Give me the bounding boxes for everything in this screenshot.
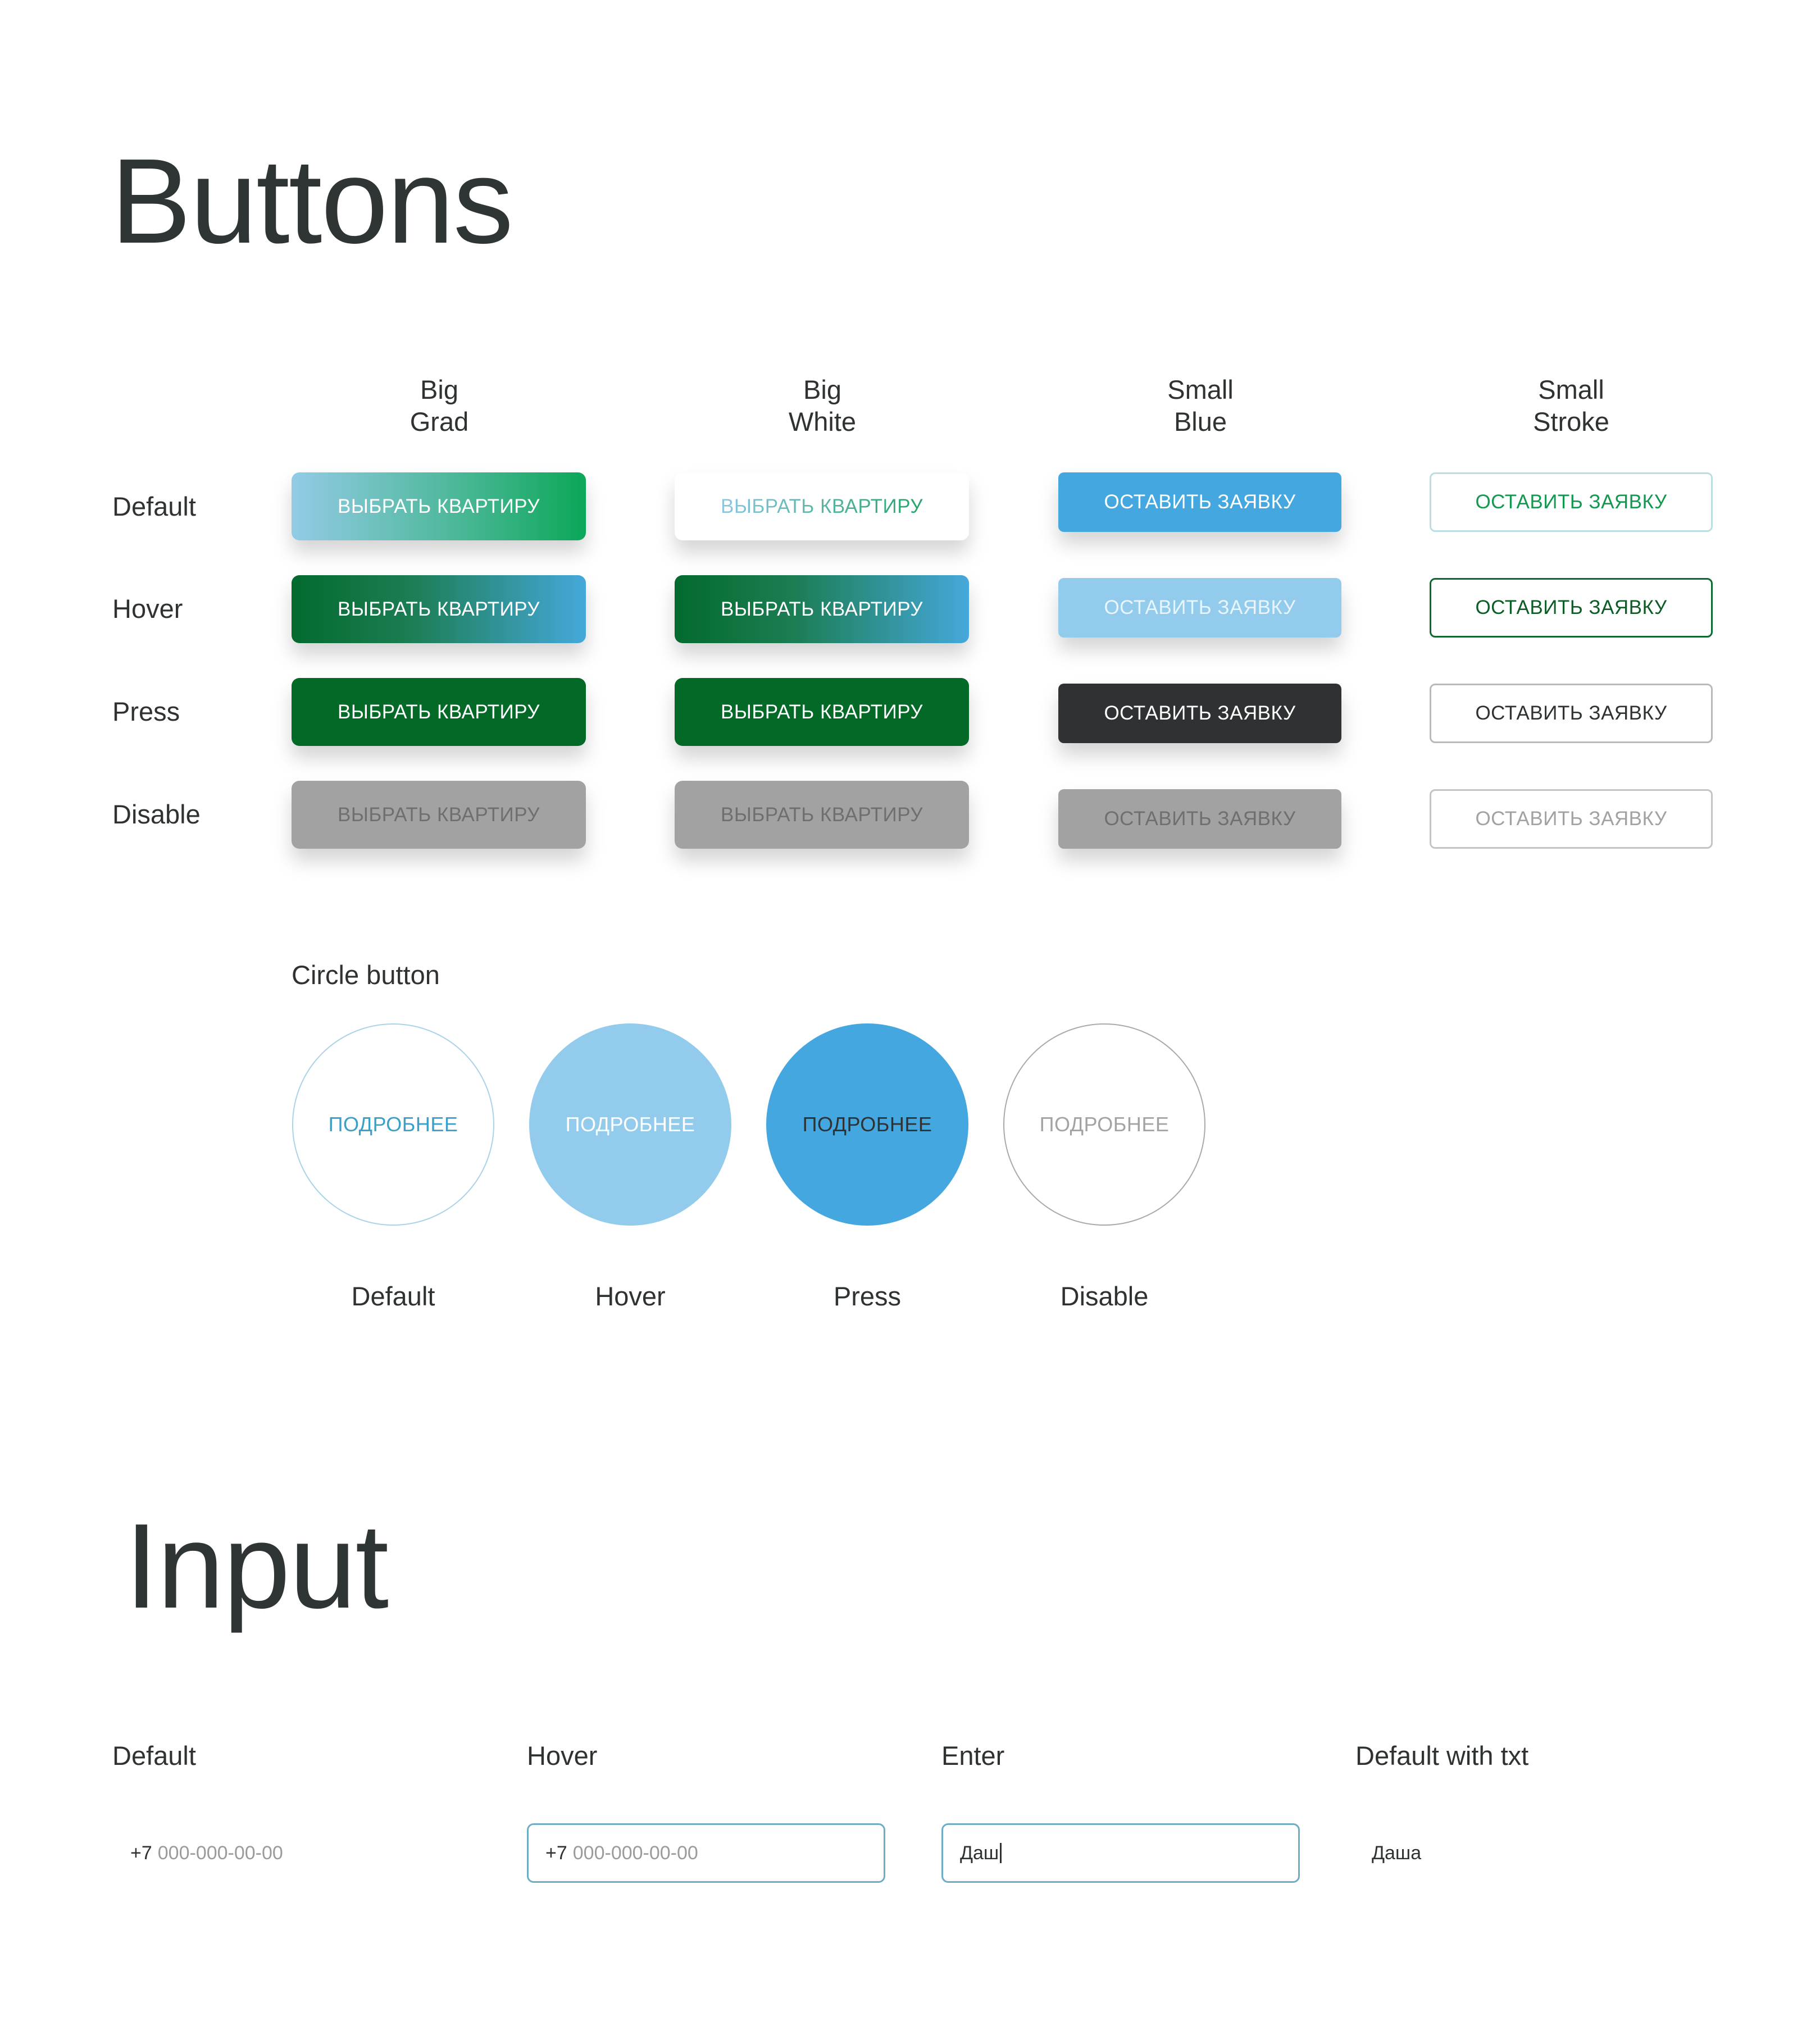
button-label: ВЫБРАТЬ КВАРТИРУ	[720, 598, 923, 620]
row-label-hover: Hover	[112, 594, 183, 623]
button-label: ОСТАВИТЬ ЗАЯВКУ	[1104, 808, 1296, 830]
button-label: ВЫБРАТЬ КВАРТИРУ	[337, 803, 540, 826]
small-blue-button-disable[interactable]: ОСТАВИТЬ ЗАЯВКУ	[1058, 789, 1341, 849]
small-stroke-button-default[interactable]: ОСТАВИТЬ ЗАЯВКУ	[1430, 472, 1713, 532]
phone-placeholder: 000-000-00-00	[572, 1842, 698, 1864]
column-header-line2: White	[788, 407, 857, 436]
phone-input-hover[interactable]: +7 000-000-00-00	[527, 1823, 885, 1883]
circle-button-title: Circle button	[292, 960, 440, 990]
button-label: ОСТАВИТЬ ЗАЯВКУ	[1475, 808, 1667, 830]
big-white-button-disable[interactable]: ВЫБРАТЬ КВАРТИРУ	[675, 781, 969, 849]
circle-button-default[interactable]: ПОДРОБНЕЕ	[292, 1023, 494, 1226]
phone-input-default[interactable]: +7 000-000-00-00	[113, 1823, 472, 1883]
column-header-big-grad: Big Grad	[293, 374, 585, 438]
text-caret	[1000, 1843, 1002, 1863]
circle-button-label: ПОДРОБНЕЕ	[1039, 1113, 1170, 1136]
small-stroke-button-press[interactable]: ОСТАВИТЬ ЗАЯВКУ	[1430, 684, 1713, 743]
input-state-label-default: Default	[112, 1741, 196, 1770]
circle-button-label: ПОДРОБНЕЕ	[328, 1113, 458, 1136]
circle-state-label-hover: Hover	[595, 1281, 666, 1311]
big-grad-button-hover[interactable]: ВЫБРАТЬ КВАРТИРУ	[292, 575, 586, 643]
button-label: ОСТАВИТЬ ЗАЯВКУ	[1104, 597, 1296, 618]
button-label: ОСТАВИТЬ ЗАЯВКУ	[1475, 702, 1667, 724]
circle-button-press[interactable]: ПОДРОБНЕЕ	[766, 1023, 968, 1226]
column-header-line2: Grad	[410, 407, 469, 436]
circle-button-label: ПОДРОБНЕЕ	[802, 1113, 932, 1136]
phone-placeholder: 000-000-00-00	[157, 1842, 283, 1864]
column-header-line1: Small	[1538, 375, 1604, 404]
input-filled-text: Даша	[1372, 1842, 1422, 1864]
buttons-section-title: Buttons	[111, 133, 513, 268]
button-label: ВЫБРАТЬ КВАРТИРУ	[720, 700, 923, 723]
column-header-small-stroke: Small Stroke	[1425, 374, 1717, 438]
circle-state-label-disable: Disable	[1060, 1281, 1149, 1311]
input-state-label-enter: Enter	[941, 1741, 1005, 1770]
circle-state-label-default: Default	[351, 1281, 435, 1311]
phone-prefix: +7	[545, 1842, 567, 1864]
column-header-line2: Blue	[1173, 407, 1227, 436]
input-section-title: Input	[125, 1498, 389, 1633]
small-blue-button-hover[interactable]: ОСТАВИТЬ ЗАЯВКУ	[1058, 578, 1341, 638]
big-white-button-press[interactable]: ВЫБРАТЬ КВАРТИРУ	[675, 678, 969, 746]
row-label-default: Default	[112, 491, 196, 521]
circle-button-hover[interactable]: ПОДРОБНЕЕ	[529, 1023, 731, 1226]
button-label: ВЫБРАТЬ КВАРТИРУ	[337, 495, 540, 517]
circle-button-label: ПОДРОБНЕЕ	[565, 1113, 695, 1136]
small-stroke-button-disable[interactable]: ОСТАВИТЬ ЗАЯВКУ	[1430, 789, 1713, 849]
input-state-label-default-with-txt: Default with txt	[1355, 1741, 1529, 1770]
input-typed-text: Даш	[960, 1842, 999, 1864]
row-label-press: Press	[112, 697, 180, 726]
column-header-line1: Small	[1167, 375, 1234, 404]
button-label: ОСТАВИТЬ ЗАЯВКУ	[1104, 491, 1296, 513]
column-header-line1: Big	[420, 375, 458, 404]
input-state-label-hover: Hover	[527, 1741, 598, 1770]
name-input-enter[interactable]: Даш	[941, 1823, 1300, 1883]
big-grad-button-disable[interactable]: ВЫБРАТЬ КВАРТИРУ	[292, 781, 586, 849]
button-label: ОСТАВИТЬ ЗАЯВКУ	[1104, 702, 1296, 724]
small-blue-button-press[interactable]: ОСТАВИТЬ ЗАЯВКУ	[1058, 684, 1341, 743]
big-white-button-hover[interactable]: ВЫБРАТЬ КВАРТИРУ	[675, 575, 969, 643]
column-header-big-white: Big White	[676, 374, 968, 438]
column-header-line2: Stroke	[1533, 407, 1609, 436]
small-blue-button-default[interactable]: ОСТАВИТЬ ЗАЯВКУ	[1058, 472, 1341, 532]
button-label: ВЫБРАТЬ КВАРТИРУ	[720, 803, 923, 826]
button-label: ВЫБРАТЬ КВАРТИРУ	[720, 495, 923, 517]
circle-button-disable[interactable]: ПОДРОБНЕЕ	[1003, 1023, 1205, 1226]
phone-prefix: +7	[130, 1842, 152, 1864]
small-stroke-button-hover[interactable]: ОСТАВИТЬ ЗАЯВКУ	[1430, 578, 1713, 638]
row-label-disable: Disable	[112, 799, 201, 829]
big-grad-button-default[interactable]: ВЫБРАТЬ КВАРТИРУ	[292, 472, 586, 540]
circle-state-label-press: Press	[833, 1281, 902, 1311]
big-white-button-default[interactable]: ВЫБРАТЬ КВАРТИРУ	[675, 472, 969, 540]
big-grad-button-press[interactable]: ВЫБРАТЬ КВАРТИРУ	[292, 678, 586, 746]
button-label: ВЫБРАТЬ КВАРТИРУ	[337, 598, 540, 620]
name-input-filled[interactable]: Даша	[1355, 1823, 1713, 1883]
column-header-small-blue: Small Blue	[1054, 374, 1346, 438]
button-label: ОСТАВИТЬ ЗАЯВКУ	[1475, 597, 1667, 618]
column-header-line1: Big	[803, 375, 841, 404]
button-label: ОСТАВИТЬ ЗАЯВКУ	[1475, 491, 1667, 513]
button-label: ВЫБРАТЬ КВАРТИРУ	[337, 700, 540, 723]
